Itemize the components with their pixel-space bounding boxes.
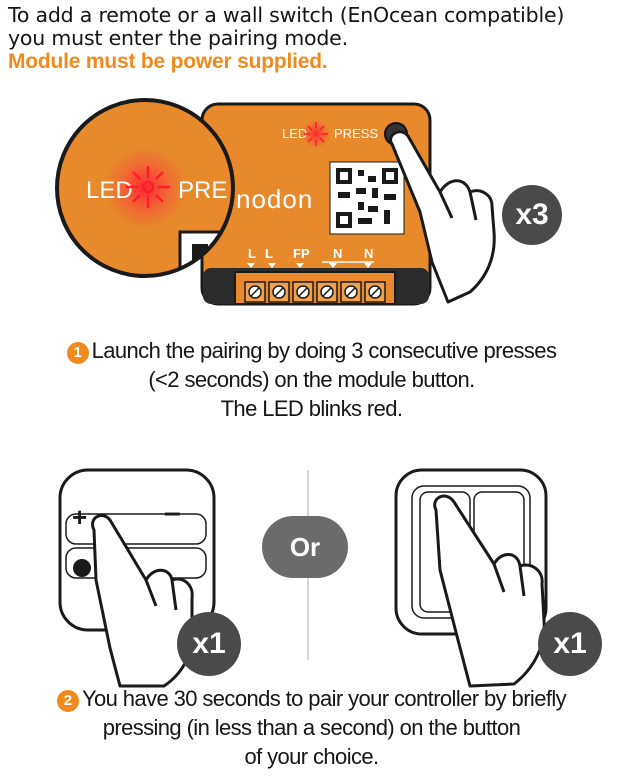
led-blink-icon xyxy=(304,122,328,146)
terminal-screws xyxy=(244,281,386,303)
remote-plus-label: + xyxy=(72,502,87,532)
terminal-label-n: N xyxy=(333,246,342,261)
terminal-label-fp: FP xyxy=(293,246,310,261)
terminal-label-n-out: N xyxy=(364,246,373,261)
step-2-line-1: You have 30 seconds to pair your control… xyxy=(81,686,567,711)
step-1-number: 1 xyxy=(66,342,89,364)
press-count-badge: x3 xyxy=(502,185,562,245)
step-1-line-1: Launch the pairing by doing 3 consecutiv… xyxy=(91,338,557,363)
zoom-press-label: PRE xyxy=(178,177,227,204)
switch-press-count-badge: x1 xyxy=(538,612,602,676)
controller-choices-illustration: + – xyxy=(58,468,548,688)
or-separator: Or xyxy=(262,516,348,578)
module-illustration: L L FP N N nodon LED PRESS xyxy=(55,98,496,306)
brand-logo: nodon xyxy=(236,184,313,214)
zoom-led-blink-icon xyxy=(126,166,170,208)
hand-switch-icon xyxy=(433,494,546,688)
hand-remote-icon xyxy=(91,514,194,688)
step-2-number: 2 xyxy=(56,690,79,712)
step-2-line-3: of your choice. xyxy=(244,744,379,769)
led-label: LED xyxy=(282,126,307,141)
qr-code-icon xyxy=(329,161,405,235)
remote-press-count-badge: x1 xyxy=(177,612,241,676)
intro-text: To add a remote or a wall switch (EnOcea… xyxy=(8,3,620,74)
intro-line-2: you must enter the pairing mode. xyxy=(8,26,348,50)
step-2-line-2: pressing (in less than a second) on the … xyxy=(102,715,521,740)
terminal-labels: L L FP N N xyxy=(248,246,373,261)
power-warning: Module must be power supplied. xyxy=(8,50,328,73)
press-label: PRESS xyxy=(334,126,378,141)
terminal-arrows-icon xyxy=(247,261,374,268)
step-1-line-3: The LED blinks red. xyxy=(220,396,403,421)
zoom-led-label: LED xyxy=(86,177,133,204)
remote-minus-label: – xyxy=(164,496,181,529)
terminal-label-l-out: L xyxy=(265,246,273,261)
terminal-label-l: L xyxy=(248,246,256,261)
step-1-line-2: (<2 seconds) on the module button. xyxy=(148,367,475,392)
hand-press-icon xyxy=(389,130,496,304)
intro-line-1: To add a remote or a wall switch (EnOcea… xyxy=(8,3,565,27)
